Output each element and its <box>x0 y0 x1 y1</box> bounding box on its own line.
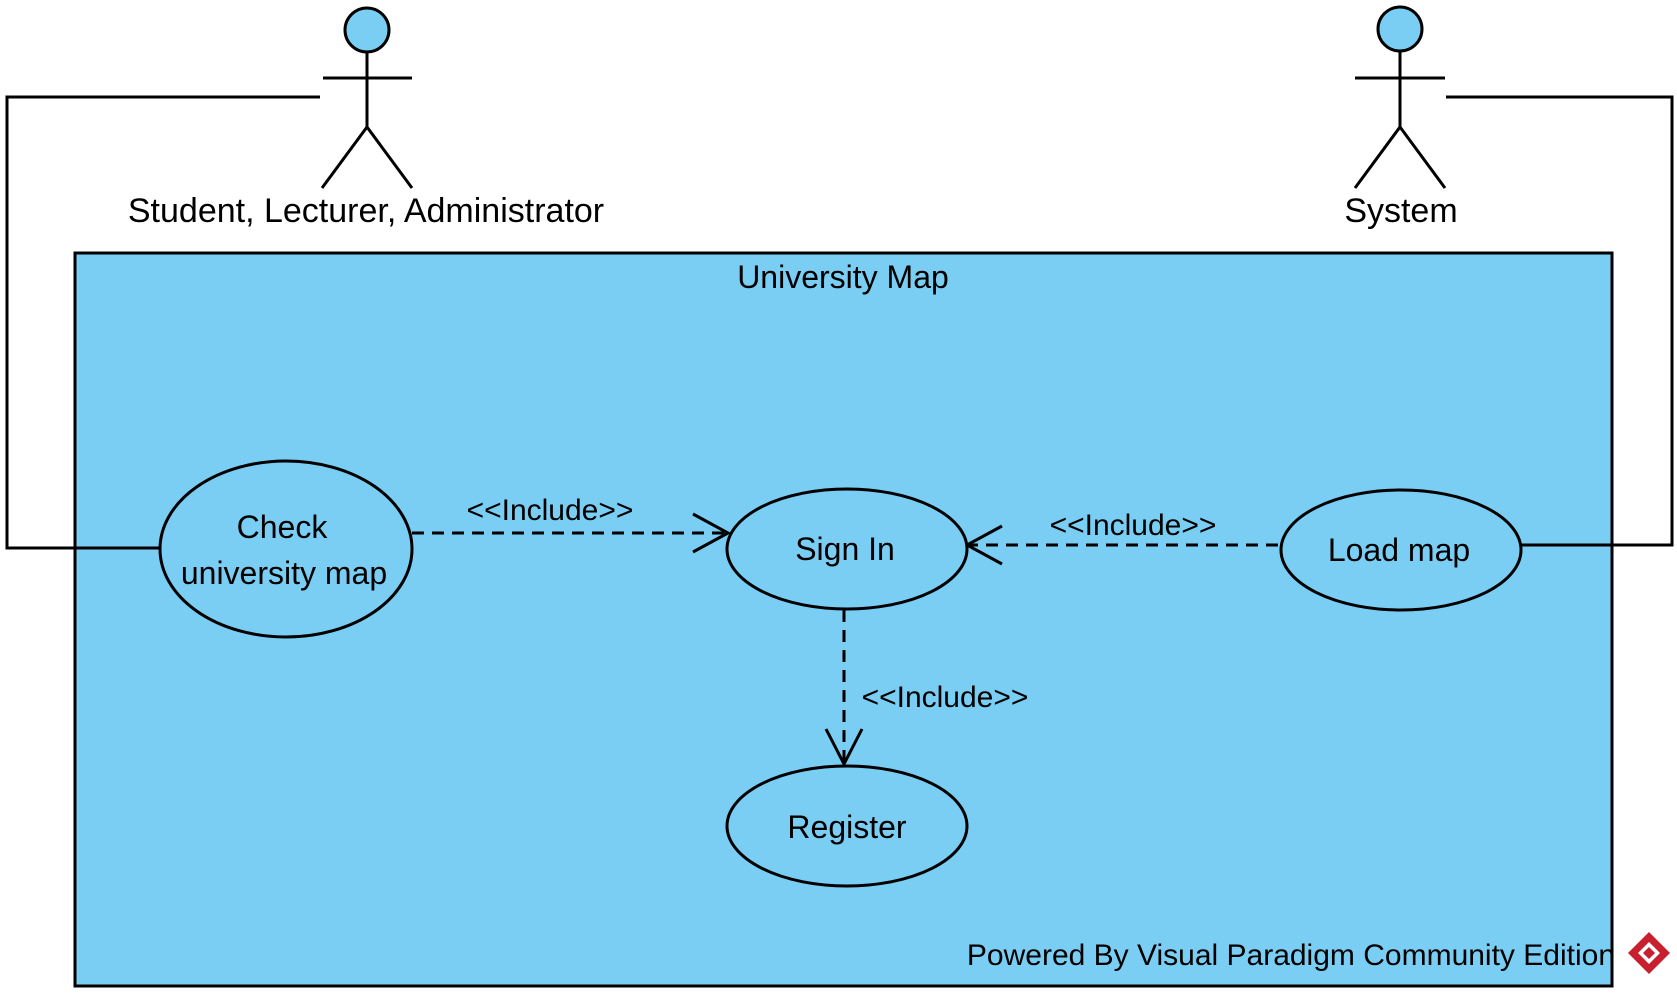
arrowhead-icon <box>692 512 732 554</box>
use-case-ellipse <box>1279 488 1523 612</box>
actor-student-lecturer-administrator[interactable]: Student, Lecturer, Administrator <box>128 6 604 230</box>
use-case-label: Sign In <box>795 531 895 567</box>
association-system-load-map[interactable] <box>1446 95 1674 547</box>
use-case-ellipse <box>725 764 969 888</box>
actor-label: System <box>1344 192 1457 230</box>
include-stereotype-label: <<Include>> <box>467 494 634 527</box>
use-case-label: Check <box>237 509 329 545</box>
use-case-label: university map <box>181 555 387 591</box>
use-case-label: Load map <box>1328 532 1470 568</box>
include-check-map-to-sign-in[interactable]: <<Include>> <box>412 494 732 554</box>
include-sign-in-to-register[interactable]: <<Include>> <box>824 610 1029 768</box>
actor-right-leg <box>365 126 414 189</box>
system-boundary-title: University Map <box>737 259 949 295</box>
watermark-text: Powered By Visual Paradigm Community Edi… <box>967 939 1615 972</box>
actor-left-leg <box>1353 126 1402 189</box>
use-case-register[interactable]: Register <box>725 764 969 888</box>
use-case-check-university-map[interactable]: Check university map <box>158 459 414 639</box>
actor-head-icon <box>343 6 391 54</box>
use-case-ellipse <box>158 459 414 639</box>
arrowhead-icon <box>824 728 864 768</box>
use-case-sign-in[interactable]: Sign In <box>725 487 969 611</box>
use-case-load-map[interactable]: Load map <box>1279 488 1523 612</box>
include-stereotype-label: <<Include>> <box>1050 509 1217 542</box>
actor-system[interactable]: System <box>1344 5 1458 230</box>
use-case-ellipse <box>725 487 969 611</box>
include-stereotype-label: <<Include>> <box>862 681 1029 714</box>
actor-label: Student, Lecturer, Administrator <box>128 192 604 230</box>
include-load-map-to-sign-in[interactable]: <<Include>> <box>963 509 1278 566</box>
actor-left-leg <box>320 126 369 189</box>
visual-paradigm-logo-icon <box>1628 932 1670 974</box>
actor-head-icon <box>1376 5 1424 53</box>
actor-right-leg <box>1398 126 1447 189</box>
association-student-check-map[interactable] <box>5 95 320 550</box>
use-case-label: Register <box>787 809 907 845</box>
